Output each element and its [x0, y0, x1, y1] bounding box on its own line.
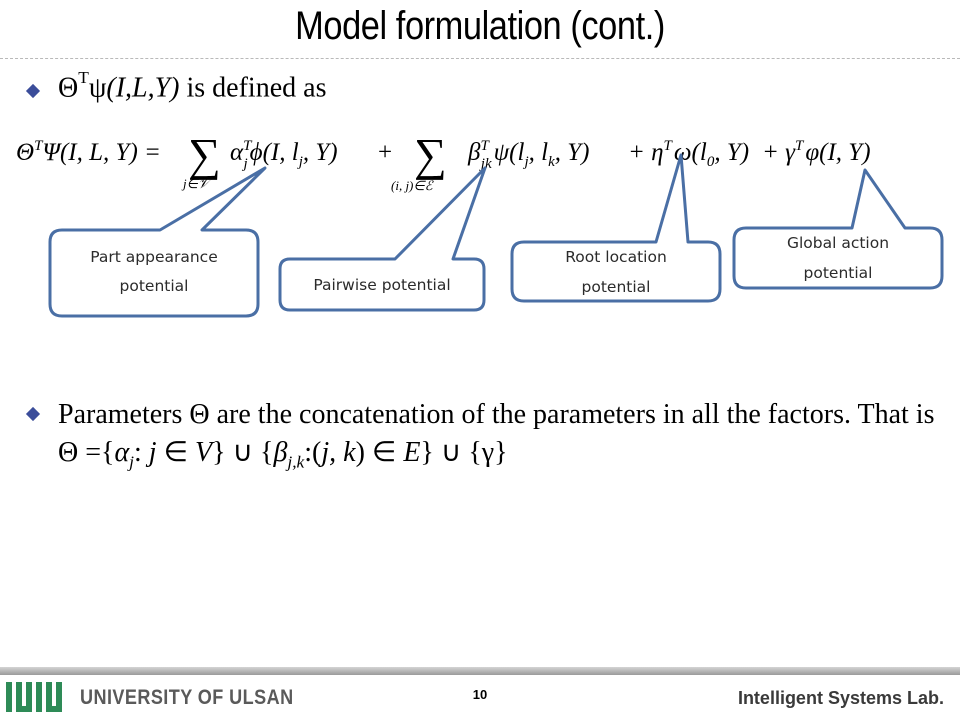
- b2-text-5: } ∪ {: [212, 437, 274, 468]
- transpose-superscript: T: [78, 68, 89, 87]
- term-2-mid: , l: [529, 139, 549, 166]
- b2-elem-1: ∈: [156, 437, 195, 468]
- title-rule: [0, 58, 960, 59]
- b2-text-6: :(: [304, 437, 322, 468]
- callout-part-appearance-line-2: potential: [120, 277, 189, 295]
- sum-1-subscript: j∈𝒱: [181, 176, 213, 191]
- term-1-alpha: α: [230, 139, 244, 166]
- b2-text-2: are the concatenation of the parameters …: [209, 399, 935, 430]
- plus-3-gamma: + γ: [762, 139, 796, 166]
- callout-pairwise-line-1: Pairwise potential: [313, 276, 450, 294]
- b2-text-8: } ∪ {: [420, 437, 482, 468]
- term-3-sup: T: [664, 138, 674, 154]
- slide-title: Model formulation (cont.): [295, 4, 665, 48]
- formula-lhs-theta: Θ: [16, 139, 34, 166]
- formula-lhs-psi: Ψ(I, L, Y) =: [42, 139, 160, 166]
- term-3-end: , Y): [714, 139, 749, 166]
- bullet-1-rest: is defined as: [179, 72, 327, 104]
- callout-part-appearance-line-1: Part appearance: [90, 248, 218, 266]
- bullet-2-text: Parameters Θ are the concatenation of th…: [58, 396, 938, 482]
- b2-alpha: α: [114, 437, 130, 468]
- lab-name: Intelligent Systems Lab.: [737, 688, 944, 708]
- university-name: UNIVERSITY OF ULSAN: [80, 686, 294, 709]
- psi-symbol: ψ: [88, 72, 107, 104]
- term-2-psi: ψ(l: [494, 139, 525, 166]
- sum-2-sigma: ∑: [414, 129, 447, 180]
- callout-root-location-line-2: potential: [582, 278, 651, 296]
- callout-root-location: [510, 153, 722, 303]
- term-1-lj-sub: j: [297, 154, 303, 170]
- b2-alpha-sub: j: [129, 452, 134, 472]
- term-1-phi: ϕ(I, l: [250, 139, 299, 166]
- b2-gamma: γ: [481, 437, 495, 468]
- term-2-lj-sub: j: [522, 154, 528, 170]
- plus-2-eta: + η: [628, 139, 664, 166]
- b2-text-1: Parameters: [58, 399, 190, 430]
- sum-2-subscript: (i, j)∈ℰ: [391, 178, 434, 193]
- callout-global-action-line-1: Global action: [787, 234, 889, 252]
- term-2-end: , Y): [555, 139, 590, 166]
- b2-text-9: }: [494, 437, 508, 468]
- theta-symbol: Θ: [58, 72, 79, 104]
- b2-E: E: [403, 437, 421, 468]
- svg-text:ΘTΨ(I, L, Y) =: ΘTΨ(I, L, Y) =: [16, 138, 161, 166]
- term-3-sub: 0: [707, 154, 715, 170]
- psi-arguments: (I,L,Y): [106, 72, 180, 104]
- term-4-sup: T: [795, 138, 805, 154]
- b2-beta: β: [273, 437, 288, 468]
- b2-theta: Θ: [189, 399, 210, 430]
- term-4-varphi: φ(I, Y): [805, 139, 870, 166]
- term-1-end: , Y): [303, 139, 338, 166]
- page-number: 10: [472, 687, 488, 702]
- callout-root-location-line-1: Root location: [565, 248, 667, 266]
- callout-global-action: [732, 168, 944, 290]
- footer-bar: [0, 667, 960, 675]
- b2-text-3: ={: [78, 437, 115, 468]
- b2-text-7: ) ∈: [355, 437, 404, 468]
- b2-V: V: [194, 437, 213, 468]
- term-1-sup: T: [243, 138, 253, 154]
- term-2-lk-sub: k: [548, 154, 555, 170]
- b2-theta-2: Θ: [58, 437, 79, 468]
- callout-global-action-line-2: potential: [804, 264, 873, 282]
- sum-1-sigma: ∑: [188, 129, 221, 180]
- b2-beta-sub: j,k: [287, 452, 305, 472]
- university-logo-icon: [6, 682, 72, 712]
- callout-pairwise: [278, 166, 487, 312]
- b2-jk: j, k: [321, 437, 356, 468]
- callout-part-appearance: [48, 166, 267, 318]
- b2-text-4: :: [134, 437, 149, 468]
- term-2-beta: β: [467, 139, 481, 166]
- footer: [0, 675, 960, 720]
- bullet-1-text: ΘTψ(I,L,Y) is defined as: [58, 68, 327, 104]
- term-2-sup: T: [480, 138, 490, 154]
- term-1-sub: j: [241, 156, 247, 172]
- plus-1: +: [378, 139, 392, 166]
- svg-text:+ γTφ(I, Y): + γTφ(I, Y): [762, 138, 871, 166]
- formula-lhs-sup: T: [34, 138, 44, 154]
- term-2-sub: jk: [479, 156, 492, 172]
- b2-j: j: [148, 437, 157, 468]
